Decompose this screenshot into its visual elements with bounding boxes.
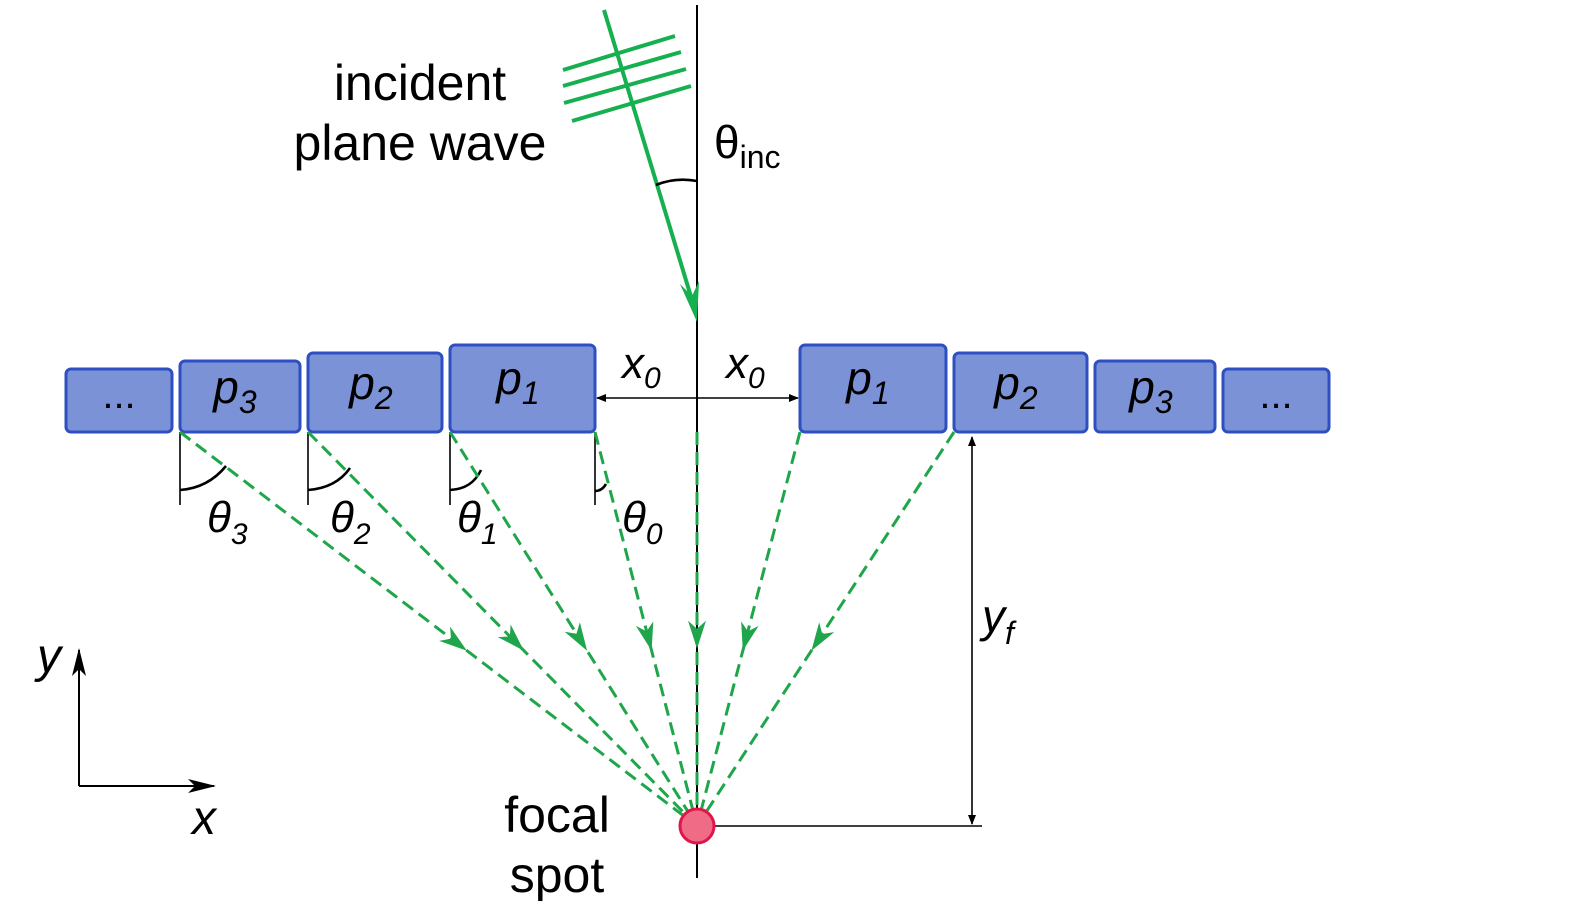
cell-label-main: p bbox=[844, 352, 872, 404]
cell-label-right-ellipsis: ... bbox=[1259, 373, 1292, 417]
x0-sub: 0 bbox=[748, 362, 765, 395]
theta-sub: 3 bbox=[231, 518, 248, 551]
yf-label: yf bbox=[979, 590, 1017, 651]
cells-left bbox=[64, 343, 597, 434]
cell-label-right-p3: p3 bbox=[1127, 361, 1173, 420]
theta-3-label: θ3 bbox=[207, 493, 248, 551]
coordinate-axes bbox=[72, 648, 216, 793]
cell-left-ellipsis bbox=[64, 367, 174, 434]
theta-main: θ bbox=[330, 493, 354, 542]
cell-right-ellipsis bbox=[1221, 367, 1331, 434]
cell-label-sub: 1 bbox=[872, 375, 890, 411]
ray-0 bbox=[179, 430, 698, 828]
theta-sub: 2 bbox=[353, 518, 371, 551]
incident-label-line2: plane wave bbox=[294, 115, 547, 171]
cell-label-right-p1: p1 bbox=[844, 352, 889, 411]
theta-0-arc bbox=[594, 483, 608, 493]
x-axis-label: x bbox=[190, 792, 218, 845]
cell-label-main: p bbox=[211, 361, 239, 413]
cell-left-p3 bbox=[178, 359, 302, 434]
cells-right bbox=[798, 343, 1331, 434]
cell-label-left-p3: p3 bbox=[211, 361, 257, 420]
x0-main: x bbox=[724, 339, 750, 388]
incident-wave bbox=[562, 9, 699, 322]
cell-label-left-p2: p2 bbox=[347, 357, 393, 416]
theta-3-arc bbox=[179, 465, 228, 492]
ray-6 bbox=[695, 431, 956, 827]
cell-left-p1 bbox=[448, 343, 597, 434]
incident-arrowhead bbox=[680, 281, 699, 322]
yf-main: y bbox=[979, 590, 1008, 642]
ray-6-arrowhead bbox=[811, 622, 835, 651]
x0-label-right: x0 bbox=[724, 339, 765, 395]
theta-2-label: θ2 bbox=[330, 493, 371, 551]
theta-inc-arc bbox=[655, 178, 698, 187]
theta-main: θ bbox=[207, 493, 231, 542]
cell-label-sub: 1 bbox=[522, 375, 540, 411]
cell-label-sub: 2 bbox=[1019, 380, 1038, 416]
ray-2 bbox=[448, 431, 699, 827]
theta-0-label: θ0 bbox=[622, 493, 663, 551]
cell-label-main: p bbox=[347, 357, 375, 409]
theta-main: θ bbox=[457, 493, 481, 542]
theta-inc-symbol: θ bbox=[714, 116, 740, 168]
ray-1 bbox=[306, 430, 699, 828]
theta-1-label: θ1 bbox=[457, 493, 498, 551]
cell-label-main: p bbox=[1127, 361, 1155, 413]
ray-5 bbox=[695, 431, 802, 827]
cell-label-sub: 3 bbox=[1155, 384, 1173, 420]
ray-4-arrowhead bbox=[688, 620, 706, 649]
cell-label-main: p bbox=[992, 357, 1020, 409]
theta-sub: 0 bbox=[646, 518, 663, 551]
focal-spot bbox=[678, 807, 716, 845]
cell-right-p1 bbox=[798, 343, 948, 434]
cell-label-left-p1: p1 bbox=[494, 352, 539, 411]
theta-2-arc bbox=[307, 467, 352, 492]
yf-sub: f bbox=[1005, 615, 1017, 651]
y-axis-label: y bbox=[34, 630, 64, 683]
cell-label-right-p2: p2 bbox=[992, 357, 1038, 416]
theta-sub: 1 bbox=[481, 518, 498, 551]
ray-5-arrowhead bbox=[741, 621, 759, 651]
theta-1-arc bbox=[449, 469, 483, 492]
focal-label-line2: spot bbox=[510, 847, 605, 901]
x0-sub: 0 bbox=[644, 362, 661, 395]
focal-label-line1: focal bbox=[504, 787, 610, 843]
cell-right-p3 bbox=[1093, 359, 1217, 434]
x0-label-left: x0 bbox=[620, 339, 661, 395]
cell-label-sub: 2 bbox=[374, 380, 393, 416]
ray-1-arrowhead bbox=[497, 624, 524, 651]
x0-main: x bbox=[620, 339, 646, 388]
cell-left-p2 bbox=[306, 351, 444, 434]
ray-2-arrowhead bbox=[564, 622, 588, 651]
incident-label-line1: incident bbox=[334, 55, 506, 111]
cell-label-left-ellipsis: ... bbox=[102, 373, 135, 417]
cell-right-p2 bbox=[952, 351, 1089, 434]
cell-label-main: p bbox=[494, 352, 522, 404]
theta-main: θ bbox=[622, 493, 646, 542]
theta-inc-label: θinc bbox=[714, 116, 781, 175]
theta-inc-subscript: inc bbox=[740, 139, 781, 175]
ray-3 bbox=[593, 431, 699, 827]
converging-rays bbox=[179, 430, 956, 828]
cell-label-sub: 3 bbox=[239, 384, 257, 420]
ray-0-arrowhead bbox=[439, 626, 467, 651]
incident-ray bbox=[602, 9, 694, 301]
ray-3-arrowhead bbox=[635, 621, 654, 651]
